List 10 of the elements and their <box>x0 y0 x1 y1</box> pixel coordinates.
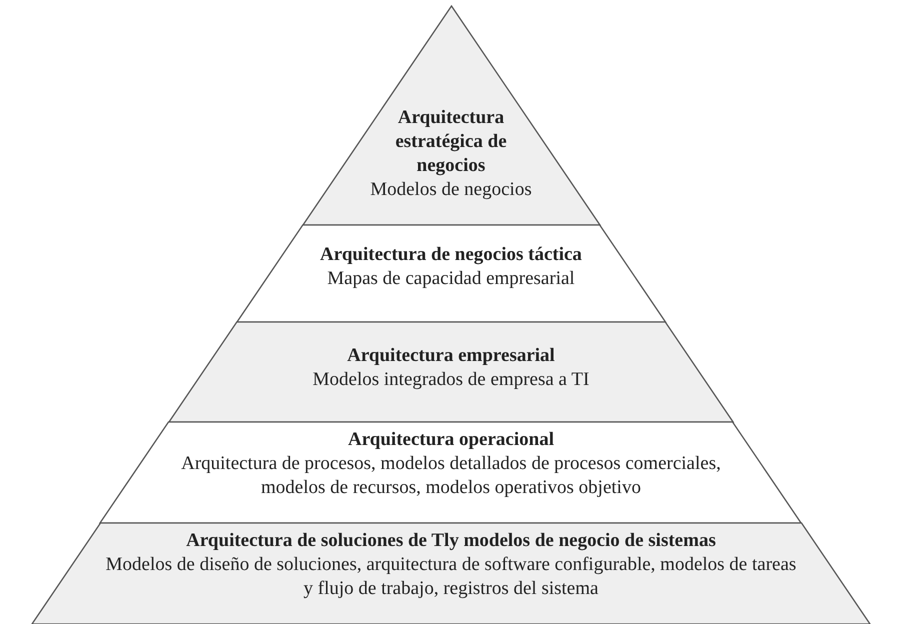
tier-heading: Arquitectura de soluciones de Tly modelos de negocio de sistemas <box>185 529 717 553</box>
tier-description: Modelos integrados de empresa a TI <box>312 368 590 392</box>
tier-description: Modelos de negocios <box>369 178 533 202</box>
tier-description: Mapas de capacidad empresarial <box>326 267 576 291</box>
tier-heading: Arquitectura operacional <box>346 428 555 452</box>
tier-heading: Arquitectura de negocios táctica <box>319 243 583 267</box>
tier-heading: Arquitectura empresarial <box>346 344 556 368</box>
tier-description: Modelos de diseño de soluciones, arquitectura de software configurable, modelos de tareas y flujo de trabajo, registros del sistema <box>104 553 798 601</box>
tier-description: Arquitectura de procesos, modelos detallados de procesos comerciales, modelos de recursos, modelos operativos objetivo <box>180 452 722 500</box>
tier-heading: Arquitectura estratégica de negocios <box>394 106 508 178</box>
